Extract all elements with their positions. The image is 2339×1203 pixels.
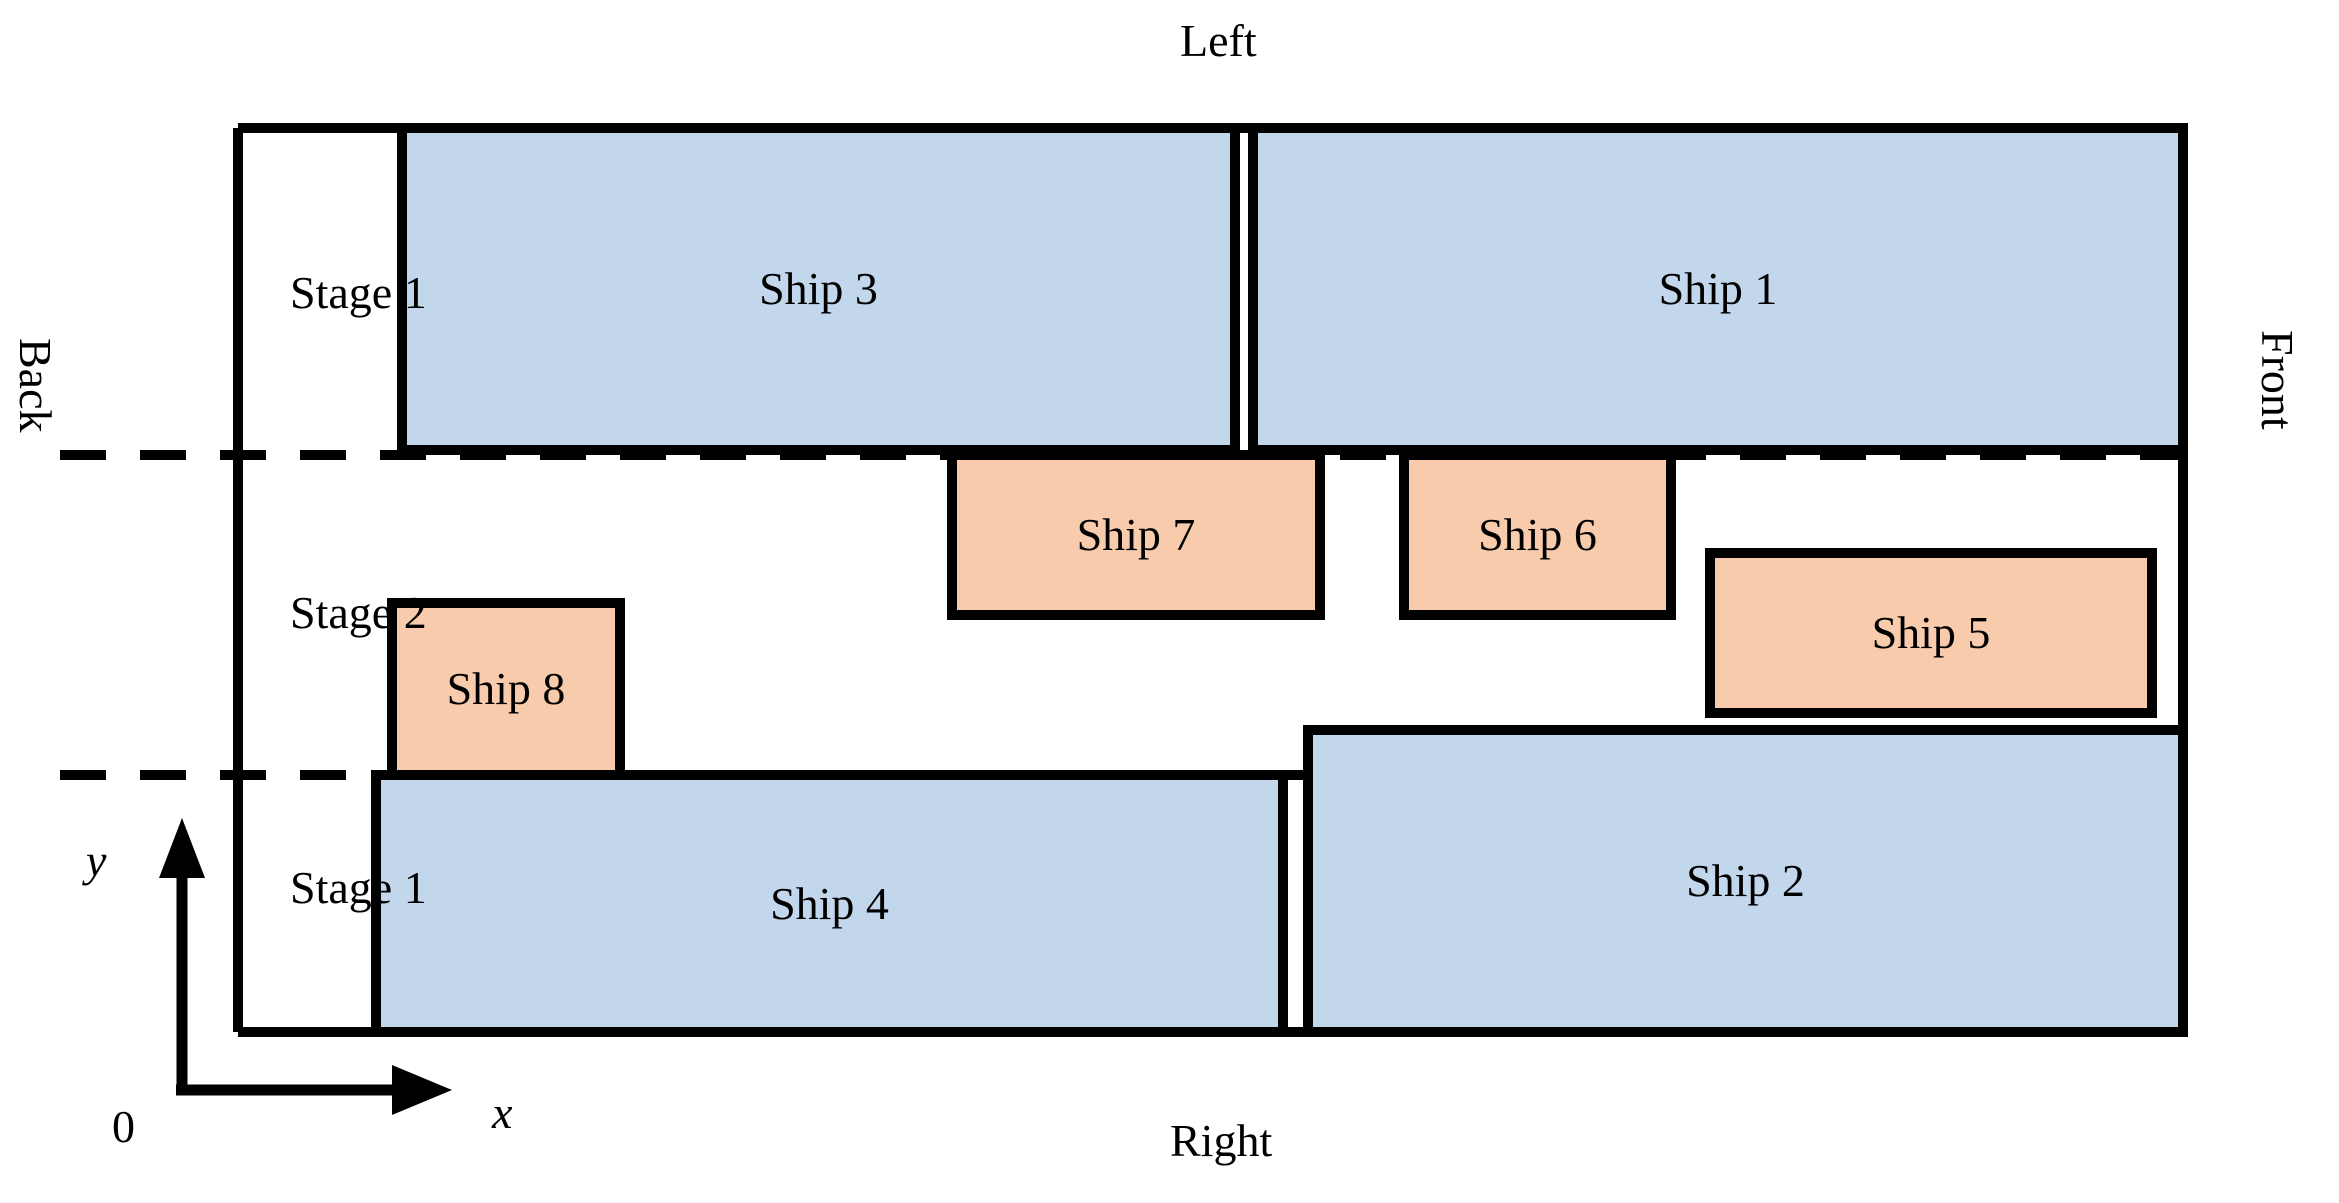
stage-label-top: Stage 1	[290, 267, 427, 318]
ship-rect-7[interactable]	[371, 770, 1288, 1037]
edge-label-right: Right	[1170, 1115, 1273, 1166]
ship-label-1: Ship 1	[1658, 263, 1778, 314]
ship-label-3: Ship 7	[1076, 509, 1196, 560]
edge-label-front: Front	[2252, 330, 2303, 430]
ship-label-2: Ship 3	[759, 263, 878, 314]
ship-rect-6[interactable]	[387, 598, 625, 780]
stage-label-bottom: Stage 1	[290, 862, 427, 913]
ship-rect-8[interactable]	[1303, 725, 2188, 1037]
ship-rect-4[interactable]	[1399, 450, 1676, 620]
ship-rect-1[interactable]	[1248, 123, 2188, 455]
ship-label-7: Ship 4	[770, 877, 889, 929]
ship-label-5: Ship 5	[1871, 607, 1991, 658]
x-axis-arrow-icon	[392, 1065, 452, 1115]
ship-rectangles	[371, 123, 2188, 1037]
ship-rect-2[interactable]	[397, 123, 1240, 455]
edge-label-back: Back	[10, 338, 61, 433]
y-axis-arrow-icon	[159, 818, 205, 878]
edge-label-left: Left	[1180, 15, 1257, 66]
coordinate-axes	[159, 818, 452, 1115]
ship-rect-3[interactable]	[947, 450, 1325, 620]
axis-label-x: x	[492, 1087, 513, 1138]
ship-label-6: Ship 8	[446, 663, 566, 714]
stage-label-middle: Stage 2	[290, 587, 427, 638]
axis-label-y: y	[86, 835, 107, 886]
ship-rect-5[interactable]	[1705, 548, 2157, 718]
ship-label-8: Ship 2	[1686, 855, 1805, 906]
ship-label-4: Ship 6	[1478, 509, 1597, 560]
axis-label-origin: 0	[112, 1101, 135, 1152]
